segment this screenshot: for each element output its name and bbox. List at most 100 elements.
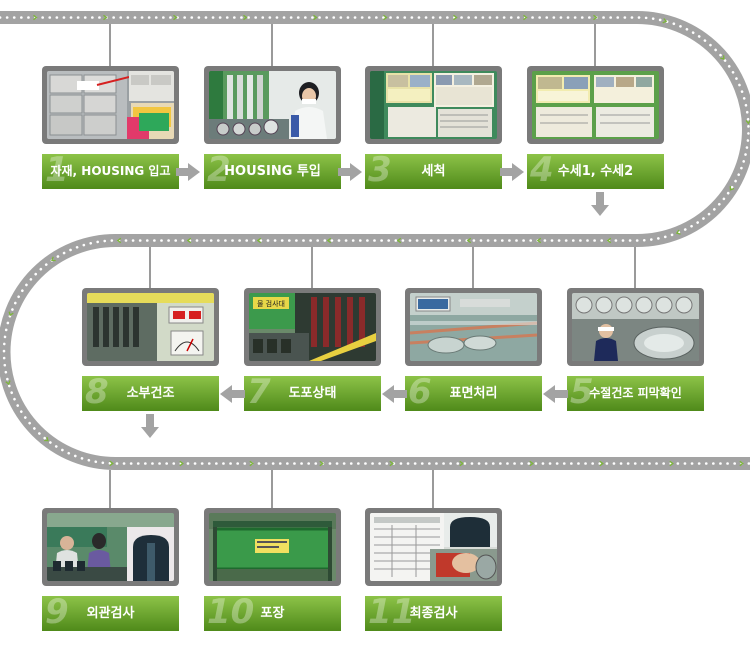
arrow-left-icon [220, 385, 245, 403]
belt-chevron-icon [103, 14, 108, 21]
step-photo [204, 66, 341, 144]
final-inspection-photo [370, 513, 497, 581]
step-title: 표면처리 [449, 386, 498, 401]
step-photo [365, 508, 502, 586]
arrow-right-icon [176, 163, 200, 181]
washing-board-photo [370, 71, 497, 139]
step-label: 10 포장 [204, 596, 341, 631]
step-label: 11 최종검사 [365, 596, 502, 631]
belt-chevron-icon [739, 460, 744, 467]
belt-chevron-icon [389, 460, 394, 467]
belt-chevron-icon [173, 14, 178, 21]
belt-chevron-icon [109, 460, 114, 467]
belt-chevron-icon [675, 229, 681, 235]
belt-chevron-icon [606, 237, 612, 244]
step-number: 3 [368, 154, 392, 189]
belt-chevron-icon [116, 237, 122, 244]
belt-chevron-icon [383, 14, 388, 21]
step-number: 7 [247, 376, 271, 411]
step-title: 수절건조 피막확인 [589, 386, 682, 400]
step-title: HOUSING 투입 [224, 164, 321, 179]
step-number: 2 [207, 154, 231, 189]
step-label: 1 자재, HOUSING 입고 [42, 154, 179, 189]
step-title: 최종검사 [409, 606, 458, 621]
belt-chevron-icon [669, 460, 674, 467]
step-photo [527, 66, 664, 144]
belt-chevron-icon [529, 460, 534, 467]
belt-chevron-icon [5, 380, 11, 386]
belt-chevron-icon [536, 237, 542, 244]
coating-line-photo: 물 검사대 [249, 293, 376, 361]
step-title: 자재, HOUSING 입고 [50, 164, 171, 178]
conveyor-belt-dots [0, 16, 750, 465]
step-photo [42, 66, 179, 144]
belt-chevron-icon [466, 237, 472, 244]
belt-chevron-icon [453, 14, 458, 21]
belt-chevron-icon [243, 14, 248, 21]
step-label: 8 소부건조 [82, 376, 219, 411]
belt-chevron-icon [593, 14, 598, 21]
step-title: 소부건조 [126, 386, 175, 401]
belt-chevron-icon [186, 237, 192, 244]
step-title: 세척 [421, 164, 446, 179]
step-photo [365, 66, 502, 144]
step-10: 10 포장 [204, 508, 341, 631]
step-number: 4 [530, 154, 554, 189]
arrow-down-icon [591, 192, 609, 216]
belt-chevron-icon [396, 237, 402, 244]
packing-cart-photo [209, 513, 336, 581]
belt-chevron-icon [459, 460, 464, 467]
step-6: 6 표면처리 [405, 288, 542, 411]
coating-sign-text: 물 검사대 [257, 299, 285, 308]
arrow-right-icon [500, 163, 524, 181]
belt-chevron-icon [44, 436, 49, 442]
step-3: 3 세척 [365, 66, 502, 189]
belt-chevron-icon [256, 237, 262, 244]
arrow-left-icon [543, 385, 568, 403]
step-photo: 물 검사대 [244, 288, 381, 366]
step-title: 도포상태 [288, 386, 337, 401]
arrow-left-icon [382, 385, 407, 403]
baking-oven-photo [87, 293, 214, 361]
surface-treatment-photo [409, 293, 538, 361]
step-photo [82, 288, 219, 366]
step-label: 7 도포상태 [244, 376, 381, 411]
step-label: 5 수절건조 피막확인 [567, 376, 704, 411]
step-title: 외관검사 [86, 606, 135, 621]
belt-chevron-icon [51, 256, 56, 262]
belt-chevron-icon [8, 311, 14, 317]
step-7: 물 검사대 7 도포상태 [244, 288, 381, 411]
belt-chevron-icon [313, 14, 318, 21]
step-11: 11 최종검사 [365, 508, 502, 631]
step-label: 9 외관검사 [42, 596, 179, 631]
belt-chevron-icon [326, 237, 332, 244]
drying-inspection-photo [572, 293, 699, 361]
step-8: 8 소부건조 [82, 288, 219, 411]
step-number: 5 [570, 376, 594, 411]
step-number: 10 [207, 596, 255, 631]
step-2: 2 HOUSING 투입 [204, 66, 341, 189]
step-photo [405, 288, 542, 366]
arrow-down-icon [141, 414, 159, 438]
belt-chevron-icon [720, 55, 725, 60]
arrow-right-icon [338, 163, 362, 181]
belt-chevron-icon [599, 460, 604, 467]
step-label: 2 HOUSING 투입 [204, 154, 341, 189]
step-1: 1 자재, HOUSING 입고 [42, 66, 179, 189]
rinse-board-photo [532, 71, 659, 139]
visual-inspection-photo [47, 513, 174, 581]
step-number: 8 [85, 376, 109, 411]
step-number: 11 [368, 596, 416, 631]
step-photo [42, 508, 179, 586]
step-number: 6 [408, 376, 432, 411]
belt-chevron-icon [249, 460, 254, 467]
belt-chevron-icon [729, 186, 735, 191]
belt-chevron-icon [179, 460, 184, 467]
step-number: 9 [45, 596, 69, 631]
step-photo [567, 288, 704, 366]
belt-chevron-icon [662, 18, 668, 24]
step-label: 6 표면처리 [405, 376, 542, 411]
step-4: 4 수세1, 수세2 [527, 66, 664, 189]
worker-loading-photo [209, 71, 336, 139]
step-label: 3 세척 [365, 154, 502, 189]
